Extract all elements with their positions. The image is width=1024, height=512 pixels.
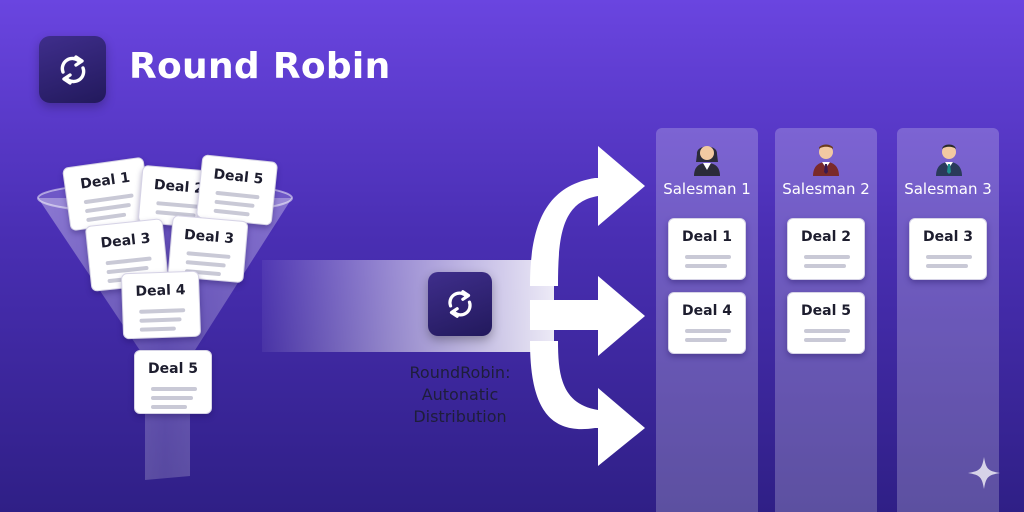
deal-label: Deal 1	[79, 169, 132, 193]
businesswoman-icon	[694, 146, 720, 176]
salesman-name: Salesman 3	[904, 180, 992, 198]
deal-card[interactable]: Deal 4	[120, 270, 202, 340]
page-title: Round Robin	[129, 46, 391, 87]
refresh-cycle-icon	[60, 54, 85, 85]
caption-line: Autonatic	[421, 385, 499, 404]
caption-line: RoundRobin:	[409, 363, 511, 382]
branch-arrows	[530, 146, 645, 466]
assigned-deal-card[interactable]: Deal 1	[668, 218, 746, 280]
round-robin-badge	[428, 272, 492, 336]
assigned-deal-card[interactable]: Deal 3	[909, 218, 987, 280]
assigned-deal-card[interactable]: Deal 5	[787, 292, 865, 354]
distribution-caption: RoundRobin: Autonatic Distribution	[392, 362, 528, 428]
deal-card[interactable]: Deal 5	[134, 350, 212, 414]
assigned-deal-card[interactable]: Deal 4	[668, 292, 746, 354]
deal-label: Deal 3	[183, 226, 235, 248]
businessman-icon	[936, 144, 962, 176]
deal-label: Deal 3	[99, 230, 152, 252]
deal-label: Deal 2	[801, 229, 851, 245]
businessman-icon	[813, 144, 839, 176]
logo-badge	[39, 36, 106, 103]
deal-label: Deal 1	[682, 229, 732, 245]
assigned-deal-card[interactable]: Deal 2	[787, 218, 865, 280]
distribution-beam	[262, 260, 554, 352]
refresh-cycle-icon	[448, 290, 472, 318]
deal-card[interactable]: Deal 5	[195, 154, 279, 226]
deal-label: Deal 3	[923, 229, 973, 245]
caption-line: Distribution	[413, 407, 507, 426]
deal-label: Deal 4	[682, 303, 732, 319]
salesman-name: Salesman 1	[663, 180, 751, 198]
salesman-column	[897, 128, 999, 512]
deal-label: Deal 4	[135, 282, 186, 300]
salesman-name: Salesman 2	[782, 180, 870, 198]
deal-label: Deal 5	[801, 303, 851, 319]
deal-label: Deal 5	[212, 166, 265, 188]
sparkle-icon	[968, 457, 1000, 489]
deal-label: Deal 5	[148, 361, 198, 377]
